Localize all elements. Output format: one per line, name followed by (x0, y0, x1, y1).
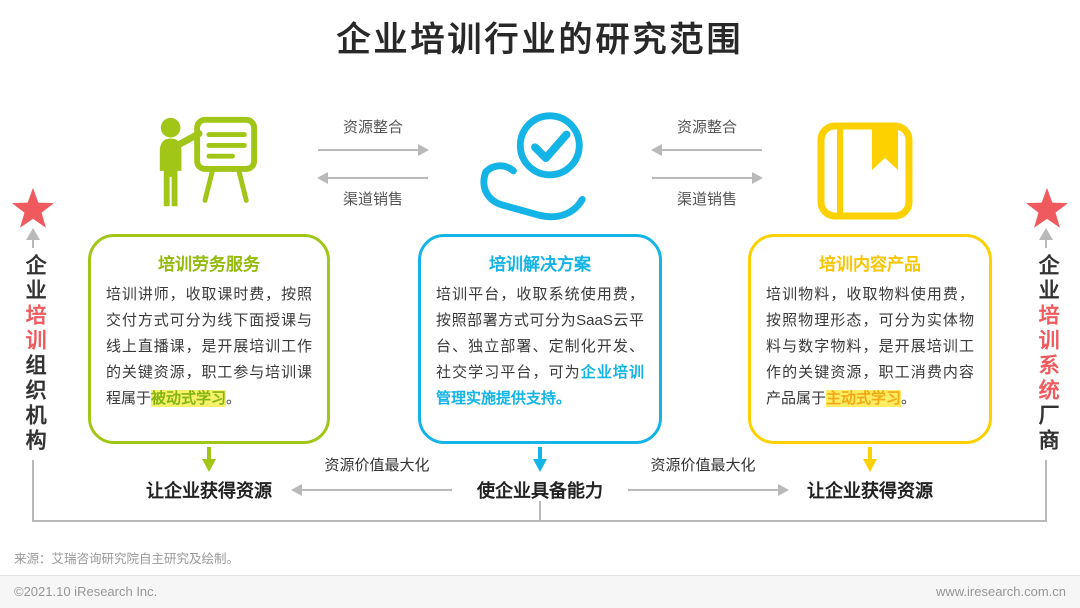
value-max-arrow-right (628, 489, 778, 491)
source-note: 来源：艾瑞咨询研究院自主研究及绘制。 (14, 552, 240, 566)
hand-check-icon (480, 112, 586, 221)
channel-sales-label-left: 渠道销售 (342, 191, 404, 208)
sales-arrow-left-group (328, 177, 428, 179)
training-labor-service-box: 培训劳务服务 培训讲师，收取课时费，按照交付方式可分为线下面授课与线上直播课，是… (88, 234, 330, 444)
box-body: 培训讲师，收取课时费，按照交付方式可分为线下面授课与线上直播课，是开展培训工作的… (106, 286, 312, 407)
presenter-whiteboard-icon (159, 116, 258, 207)
left-star-icon (12, 187, 54, 228)
integration-arrow-left-group (318, 149, 418, 151)
book-bookmark-icon (817, 122, 913, 220)
cyan-down-arrow-icon (533, 447, 547, 472)
gain-resources-label-right: 让企业获得资源 (807, 481, 933, 501)
left-up-arrowhead (26, 228, 40, 240)
sales-arrowhead-left-group (317, 172, 328, 184)
right-actor-label: 企业培训系统厂商 (1034, 248, 1061, 460)
training-solution-box: 培训解决方案 培训平台，收取系统使用费，按照部署方式可分为SaaS云平台、独立部… (418, 234, 662, 444)
green-down-arrow-icon (202, 447, 216, 472)
channel-sales-label-right: 渠道销售 (676, 191, 738, 208)
value-max-arrow-left (302, 489, 452, 491)
website-text: www.iresearch.com.cn (935, 584, 1066, 599)
box-title: 培训解决方案 (489, 255, 591, 274)
page-title: 企业培训行业的研究范围 (336, 21, 744, 59)
sales-arrow-right-group (652, 177, 752, 179)
box-title: 培训内容产品 (819, 255, 921, 274)
integration-arrowhead-left-group (418, 144, 429, 156)
capability-label: 使企业具备能力 (477, 481, 603, 501)
value-max-arrowhead-right (778, 484, 789, 496)
yellow-down-arrow-icon (863, 447, 877, 472)
bottom-connector-line (32, 520, 1047, 522)
copyright-text: ©2021.10 iResearch Inc. (14, 584, 158, 599)
footer-bar: ©2021.10 iResearch Inc. www.iresearch.co… (0, 575, 1080, 608)
value-max-label-left: 资源价值最大化 (324, 457, 430, 474)
value-max-label-right: 资源价值最大化 (650, 457, 756, 474)
right-up-arrowhead (1039, 228, 1053, 240)
gain-resources-label-left: 让企业获得资源 (146, 481, 272, 501)
box-body: 培训物料，收取物料使用费，按照物理形态，可分为实体物料与数字物料，是开展培训工作… (766, 286, 974, 407)
resource-integration-label-left: 资源整合 (342, 119, 404, 136)
right-star-icon (1026, 187, 1068, 228)
left-actor-label: 企业培训组织机构 (21, 248, 48, 460)
middle-connector-stub (539, 501, 541, 521)
box-title: 培训劳务服务 (158, 255, 260, 274)
box-body: 培训平台，收取系统使用费，按照部署方式可分为SaaS云平台、独立部署、定制化开发… (436, 286, 644, 407)
integration-arrowhead-right-group (651, 144, 662, 156)
sales-arrowhead-right-group (752, 172, 763, 184)
value-max-arrowhead-left (291, 484, 302, 496)
training-content-product-box: 培训内容产品 培训物料，收取物料使用费，按照物理形态，可分为实体物料与数字物料，… (748, 234, 992, 444)
integration-arrow-right-group (662, 149, 762, 151)
resource-integration-label-right: 资源整合 (676, 119, 738, 136)
